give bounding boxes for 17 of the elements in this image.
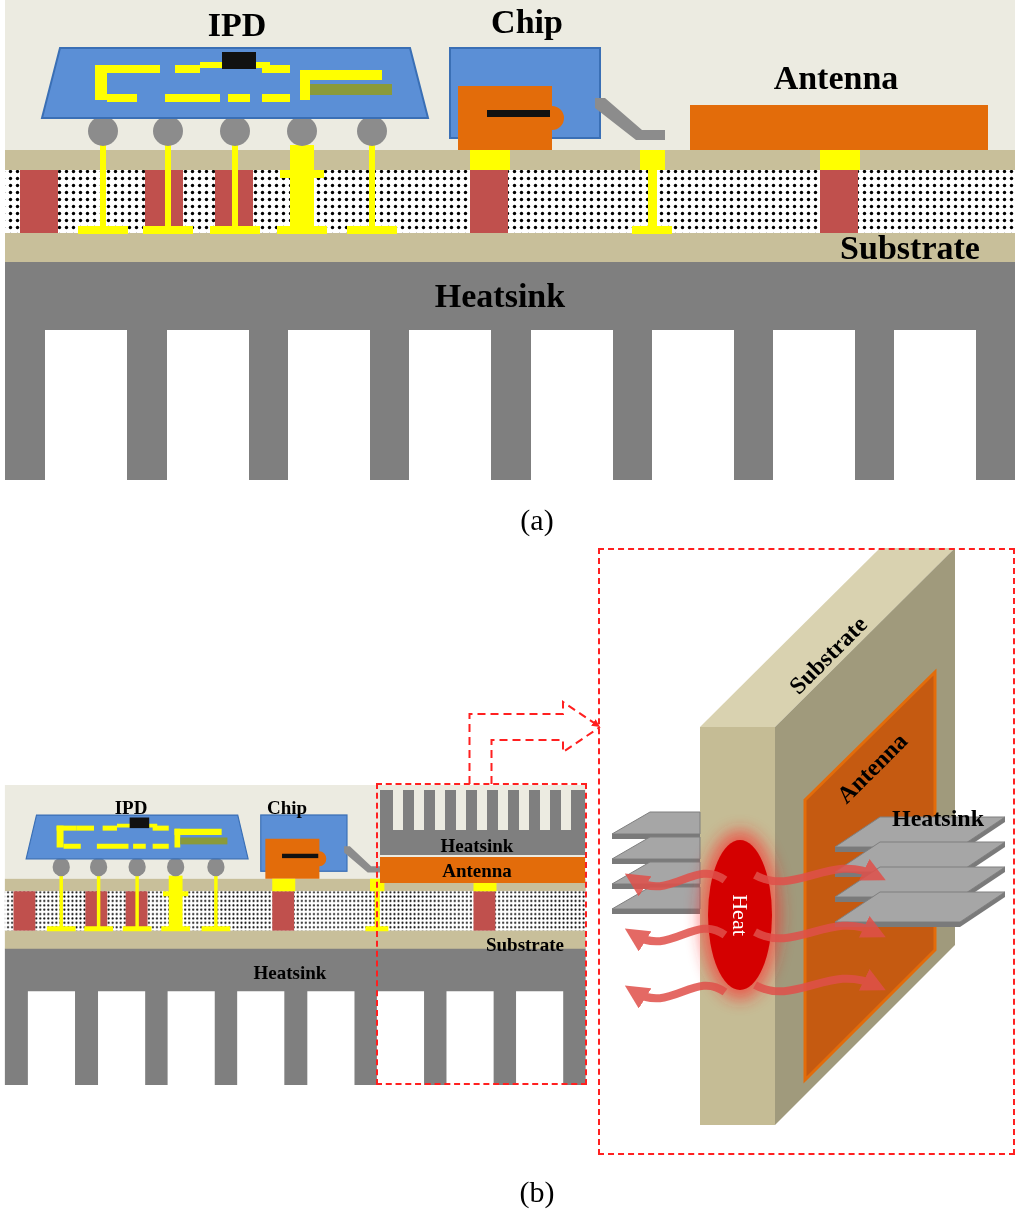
part-label: Substrate [485,934,565,954]
part-label: Antenna [773,61,899,95]
part-label: Antenna [442,860,512,880]
part-label: Heatsink [892,806,984,830]
panel-label: (b) [519,1177,555,1207]
dashed-frame [376,783,587,1085]
part-label: Chip [266,797,308,817]
part-label: Heatsink [253,962,327,982]
part-label: Chip [491,5,563,39]
dashed-block-arrow [468,700,601,785]
part-label: Heatsink [434,279,566,313]
part-label: Heatsink [440,835,514,855]
part-label: IPD [114,797,148,817]
part-label: Substrate [840,231,980,265]
part-label: IPD [207,8,267,42]
panel-label: (a) [520,505,554,535]
part-label: Heat [729,894,751,936]
